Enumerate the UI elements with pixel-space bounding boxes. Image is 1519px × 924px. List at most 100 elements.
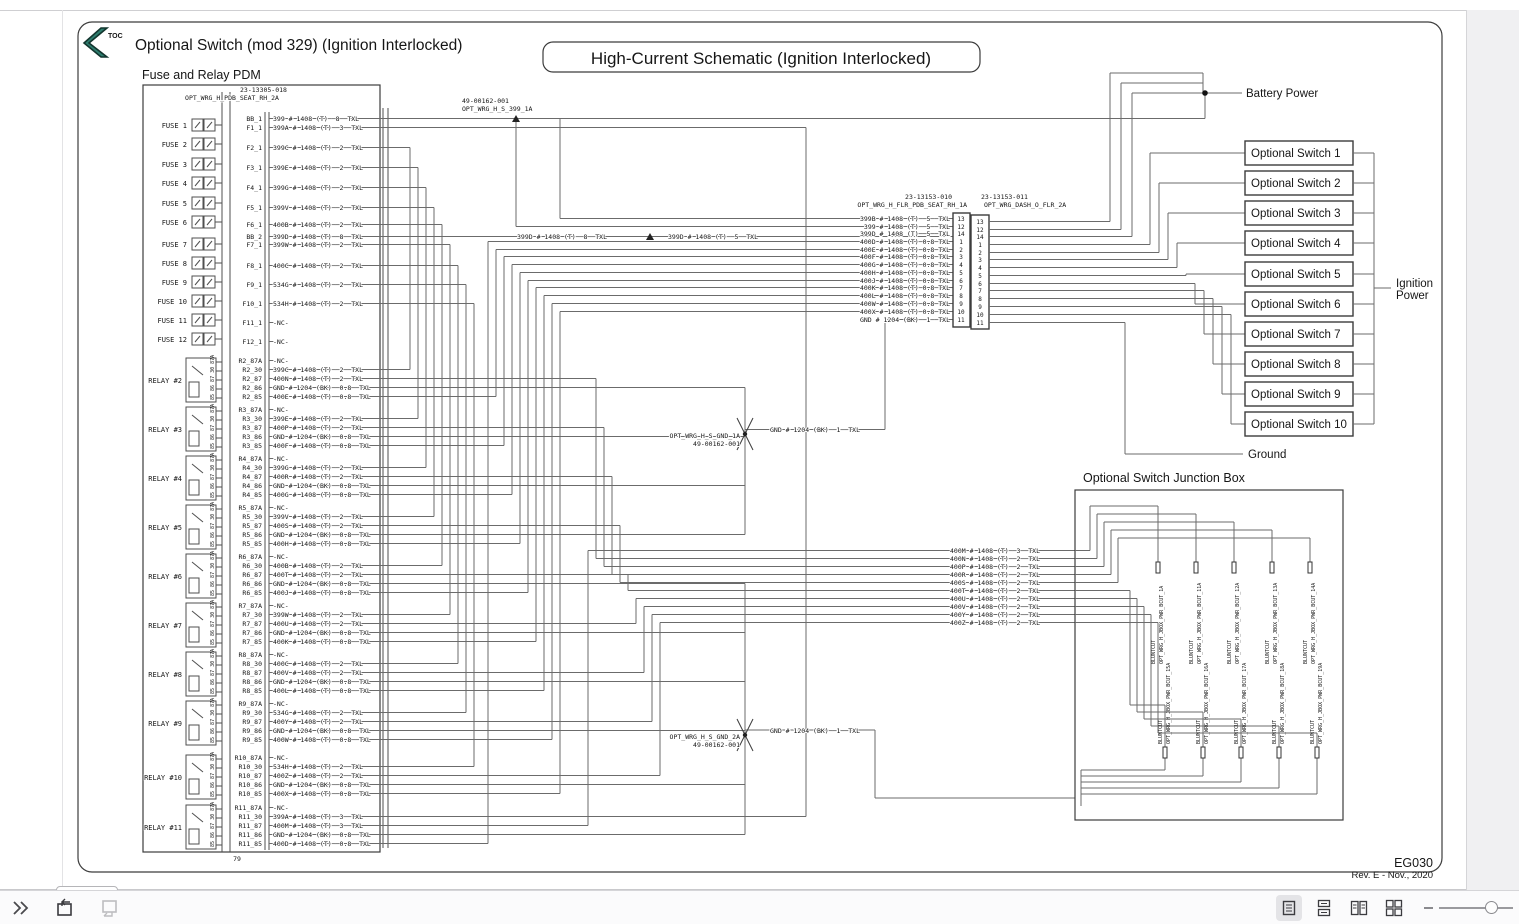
- viewer-page-edges: [0, 10, 1519, 890]
- doc-code: EG030: [1394, 856, 1433, 870]
- svg-label: 400R # 1408 (T)──2──TXL: [950, 571, 1040, 579]
- svg-label: RELAY #3: [148, 426, 182, 434]
- grid-view-button[interactable]: [1381, 895, 1407, 921]
- svg-label: F8_1: [246, 262, 262, 270]
- svg-label: GND # 1204 (BK)──0.8──TXL: [273, 678, 371, 686]
- svg-label: BLUNTCUT: [1265, 640, 1271, 664]
- svg-label: R7_86: [242, 629, 262, 637]
- pdm-title: Fuse and Relay PDM: [142, 68, 261, 82]
- continuous-view-button[interactable]: [1311, 895, 1337, 921]
- svg-label: R3_30: [242, 415, 262, 423]
- next-view-button[interactable]: [96, 895, 122, 921]
- svg-label: GND # 1204 (BK)──0.8──TXL: [273, 531, 371, 539]
- svg-label: 10: [976, 312, 984, 319]
- previous-view-icon: [57, 898, 72, 916]
- zoom-slider-thumb[interactable]: [1485, 901, 1498, 914]
- svg-label: 49-00162-001: [693, 741, 740, 749]
- svg-label: 399 # 1408 (T)──5──TXL: [864, 223, 950, 231]
- svg-label: F2_1: [246, 144, 262, 152]
- zoom-slider[interactable]: [1424, 901, 1513, 914]
- svg-label: GND # 1204 (BK)──0.8──TXL: [273, 781, 371, 789]
- svg-label: Optional Switch 3: [1251, 208, 1341, 220]
- two-page-view-button[interactable]: [1346, 895, 1372, 921]
- svg-label: 400Y # 1408 (T)──2──TXL: [950, 611, 1040, 619]
- svg-label: GND # 1204 (BK)──0.8──TXL: [273, 433, 371, 441]
- svg-label: 400B # 1408 (T)──2──TXL: [273, 562, 363, 570]
- svg-label: R5_30: [242, 513, 262, 521]
- svg-label: OPT_WRG_H_JBOX_PWR_BCUT_19A: [1318, 663, 1324, 744]
- battery-power-label: Battery Power: [1246, 88, 1318, 100]
- svg-label: 2: [959, 247, 963, 254]
- svg-label: 400P # 1408 (T)──2──TXL: [273, 424, 363, 432]
- svg-label: 8: [959, 293, 963, 300]
- svg-label: R10_30: [239, 763, 263, 771]
- svg-label: R2_87A: [239, 357, 263, 365]
- svg-label: 49-00162-001: [693, 440, 740, 448]
- svg-label: R5_86: [242, 531, 262, 539]
- svg-label: 534G # 1408 (T)──2──TXL: [273, 709, 363, 717]
- svg-label: BLUNTCUT: [1303, 640, 1309, 664]
- svg-label: OPT_WRG_H_JBOX_PWR_BCUT_16A: [1204, 663, 1210, 744]
- svg-label: R4_87: [242, 473, 262, 481]
- svg-label: F6_1: [246, 221, 262, 229]
- svg-label: 400W # 1408 (T)──0.8──TXL: [273, 736, 371, 744]
- page-bottom-edge: [0, 889, 1519, 890]
- svg-label: R11_30: [239, 813, 263, 821]
- svg-label: GND # 1204 (BK)──1──TXL: [770, 426, 860, 434]
- svg-label: -NC-: [273, 700, 289, 708]
- svg-label: FUSE 5: [162, 200, 187, 208]
- svg-label: OPT_WRG_H_S_GND_1A: [670, 432, 741, 440]
- svg-label: R6_85: [242, 589, 262, 597]
- svg-label: 399W # 1408 (T)──2──TXL: [273, 241, 363, 249]
- svg-label: 10: [957, 309, 965, 316]
- svg-label: GND # 1204 (BK)──0.8──TXL: [273, 482, 371, 490]
- svg-label: 85 86 87 30 87A: [210, 802, 216, 847]
- svg-label: 399A # 1408 (T)──3──TXL: [273, 813, 363, 821]
- svg-label: BLUNTCUT: [1189, 640, 1195, 664]
- svg-label: OPT_WRG_H_JBOX_PWR_BCUT_15A: [1166, 663, 1172, 744]
- svg-label: -NC-: [273, 338, 289, 346]
- continuous-pages-icon: [1317, 899, 1331, 917]
- toc-button[interactable]: [82, 27, 110, 58]
- svg-label: 400C # 1408 (T)──2──TXL: [273, 262, 363, 270]
- svg-label: 400H # 1408 (T)──0.8──TXL: [273, 540, 371, 548]
- svg-label: 23-13153-010: [905, 193, 952, 201]
- previous-view-button[interactable]: [52, 895, 78, 921]
- svg-label: F5_1: [246, 204, 262, 212]
- toc-label: TOC: [108, 33, 123, 40]
- svg-label: R8_86: [242, 678, 262, 686]
- svg-label: 400M # 1408 (T)──3──TXL: [273, 822, 363, 830]
- svg-label: -NC-: [273, 602, 289, 610]
- svg-label: FUSE 3: [162, 161, 187, 169]
- svg-label: R8_87: [242, 669, 262, 677]
- optional-switches: [1244, 140, 1391, 437]
- svg-label: 6: [978, 281, 982, 288]
- svg-label: R11_86: [239, 831, 263, 839]
- page-frame: [77, 21, 1443, 873]
- zoom-out-dash[interactable]: [1424, 907, 1433, 909]
- svg-label: 85 86 87 30 87A: [210, 752, 216, 797]
- svg-label: RELAY #10: [144, 774, 182, 782]
- svg-label: -NC-: [273, 754, 289, 762]
- svg-label: R9_87A: [239, 700, 263, 708]
- expand-toolbar-button[interactable]: [8, 895, 34, 921]
- svg-label: R3_85: [242, 442, 262, 450]
- right-scroll-gutter[interactable]: [1466, 10, 1519, 890]
- svg-label: GND # 1204 (BK)──0.8──TXL: [273, 727, 371, 735]
- svg-label: R4_85: [242, 491, 262, 499]
- svg-label: R9_30: [242, 709, 262, 717]
- svg-label: OPT_WRG_H_JBOX_PWR_BCUT_17A: [1242, 663, 1248, 744]
- single-page-view-button[interactable]: [1276, 895, 1302, 921]
- svg-label: 399E # 1408 (T)──2──TXL: [273, 415, 363, 423]
- svg-label: 399G # 1408 (T)──2──TXL: [273, 464, 363, 472]
- svg-label: 400H # 1408 (T)─0.8─TXL: [860, 269, 950, 277]
- battery-wiring: [989, 72, 1242, 237]
- svg-label: R3_87: [242, 424, 262, 432]
- two-pages-icon: [1350, 900, 1368, 916]
- zoom-slider-track[interactable]: [1439, 901, 1513, 914]
- svg-label: 399V # 1408 (T)──2──TXL: [273, 513, 363, 521]
- page-title: Optional Switch (mod 329) (Ignition Inte…: [135, 37, 462, 54]
- svg-label: FUSE 8: [162, 260, 187, 268]
- svg-label: FUSE 4: [162, 180, 187, 188]
